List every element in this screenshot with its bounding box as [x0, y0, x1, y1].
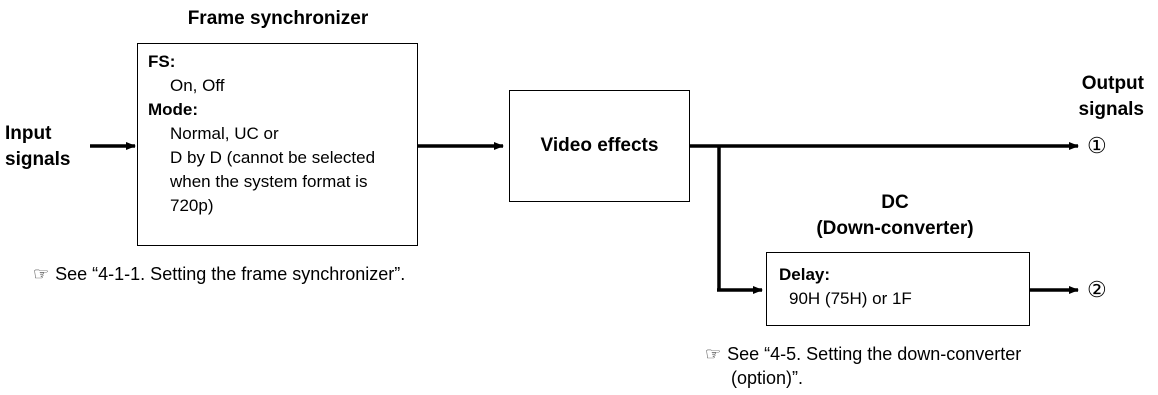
dc-title: DC (Down-converter) [760, 190, 1030, 242]
input-line2: signals [5, 149, 71, 170]
delay-label: Delay: [779, 265, 831, 284]
dc-note-line2: (option)”. [731, 368, 804, 388]
video-effects-label: Video effects [540, 135, 659, 156]
mode-label: Mode: [148, 100, 199, 119]
output-marker-1: ① [1087, 133, 1107, 158]
output-line1: Output [1081, 73, 1144, 94]
pointing-hand-icon: ☞ [33, 264, 50, 284]
mode-line: Normal, UC or [170, 124, 279, 143]
dc-title-line1: DC [881, 192, 909, 213]
output-line2: signals [1078, 99, 1144, 120]
mode-line: when the system format is [170, 172, 368, 191]
dc-title-line2: (Down-converter) [816, 218, 974, 239]
fs-value: On, Off [170, 76, 225, 95]
fs-note: ☞See “4-1-1. Setting the frame synchroni… [33, 262, 405, 286]
dc-note-line1: See “4-5. Setting the down-converter [727, 344, 1022, 364]
down-converter-box: Delay: 90H (75H) or 1F [766, 252, 1030, 326]
input-line1: Input [5, 123, 52, 144]
output-marker-2: ② [1087, 277, 1107, 302]
mode-line: D by D (cannot be selected [170, 148, 376, 167]
fs-note-text: See “4-1-1. Setting the frame synchroniz… [55, 264, 406, 284]
delay-value: 90H (75H) or 1F [789, 289, 912, 308]
fs-label: FS: [148, 52, 176, 71]
mode-line: 720p) [170, 196, 214, 215]
dc-note: ☞See “4-5. Setting the down-converter (o… [705, 342, 1021, 390]
input-signals-label: Input signals [5, 121, 70, 173]
fs-title: Frame synchronizer [187, 8, 369, 29]
output-signals-label: Output signals [1079, 71, 1144, 123]
frame-synchronizer-box: FS: On, Off Mode: Normal, UC or D by D (… [137, 43, 418, 246]
pointing-hand-icon: ☞ [705, 344, 722, 364]
video-effects-box: Video effects [509, 90, 690, 202]
